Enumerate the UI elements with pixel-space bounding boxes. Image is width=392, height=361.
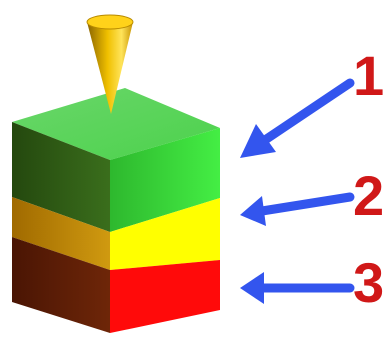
arrow-left-icon [240,272,264,304]
arrow-1 [240,83,350,158]
label-3: 3 [353,255,384,311]
arrow-left-icon [240,196,266,226]
label-1: 1 [353,48,384,104]
arrow-2 [240,196,350,226]
arrow-3 [240,272,350,304]
label-2: 2 [353,168,384,224]
layer-3-front [110,260,220,333]
